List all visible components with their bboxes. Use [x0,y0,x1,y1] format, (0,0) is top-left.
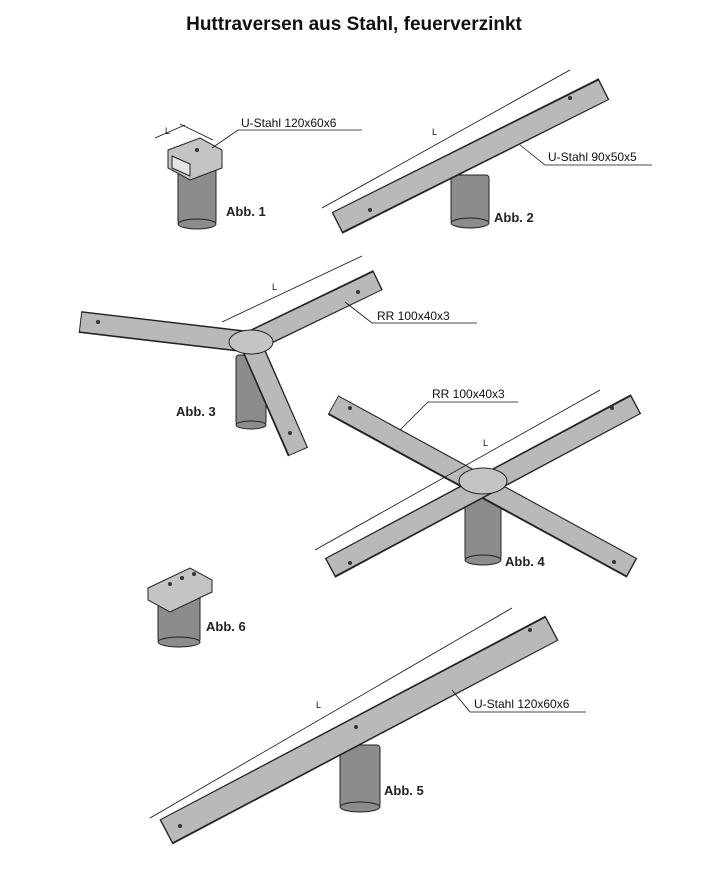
material-label: U-Stahl 120x60x6 [474,697,570,711]
material-label: RR 100x40x3 [377,309,450,323]
page-title: Huttraversen aus Stahl, feuerverzinkt [186,14,522,35]
figure-6: Abb. 6 [147,567,246,648]
figure-caption: Abb. 1 [226,204,266,219]
figure-3: L RR 100x40x3 Abb. 3 [78,255,477,457]
figure-caption: Abb. 2 [494,210,534,225]
figure-caption: Abb. 3 [176,404,216,419]
figure-1: L U-Stahl 120x60x6 Abb. 1 [154,116,362,230]
figure-caption: Abb. 5 [384,783,424,798]
dimension-label: L [272,282,277,292]
figure-caption: Abb. 6 [206,619,246,634]
material-label: RR 100x40x3 [432,387,505,401]
figure-5: L U-Stahl 120x60x6 Abb. 5 [149,607,586,845]
dimension-label: L [483,438,488,448]
material-label: U-Stahl 90x50x5 [548,150,637,164]
dimension-label: L [165,126,170,136]
material-label: U-Stahl 120x60x6 [241,116,337,130]
dimension-label: L [432,127,437,137]
dimension-label: L [316,700,321,710]
figure-2: L U-Stahl 90x50x5 Abb. 2 [321,69,652,234]
figure-caption: Abb. 4 [505,554,545,569]
figure-4: L RR 100x40x3 Abb. 4 [314,387,642,578]
